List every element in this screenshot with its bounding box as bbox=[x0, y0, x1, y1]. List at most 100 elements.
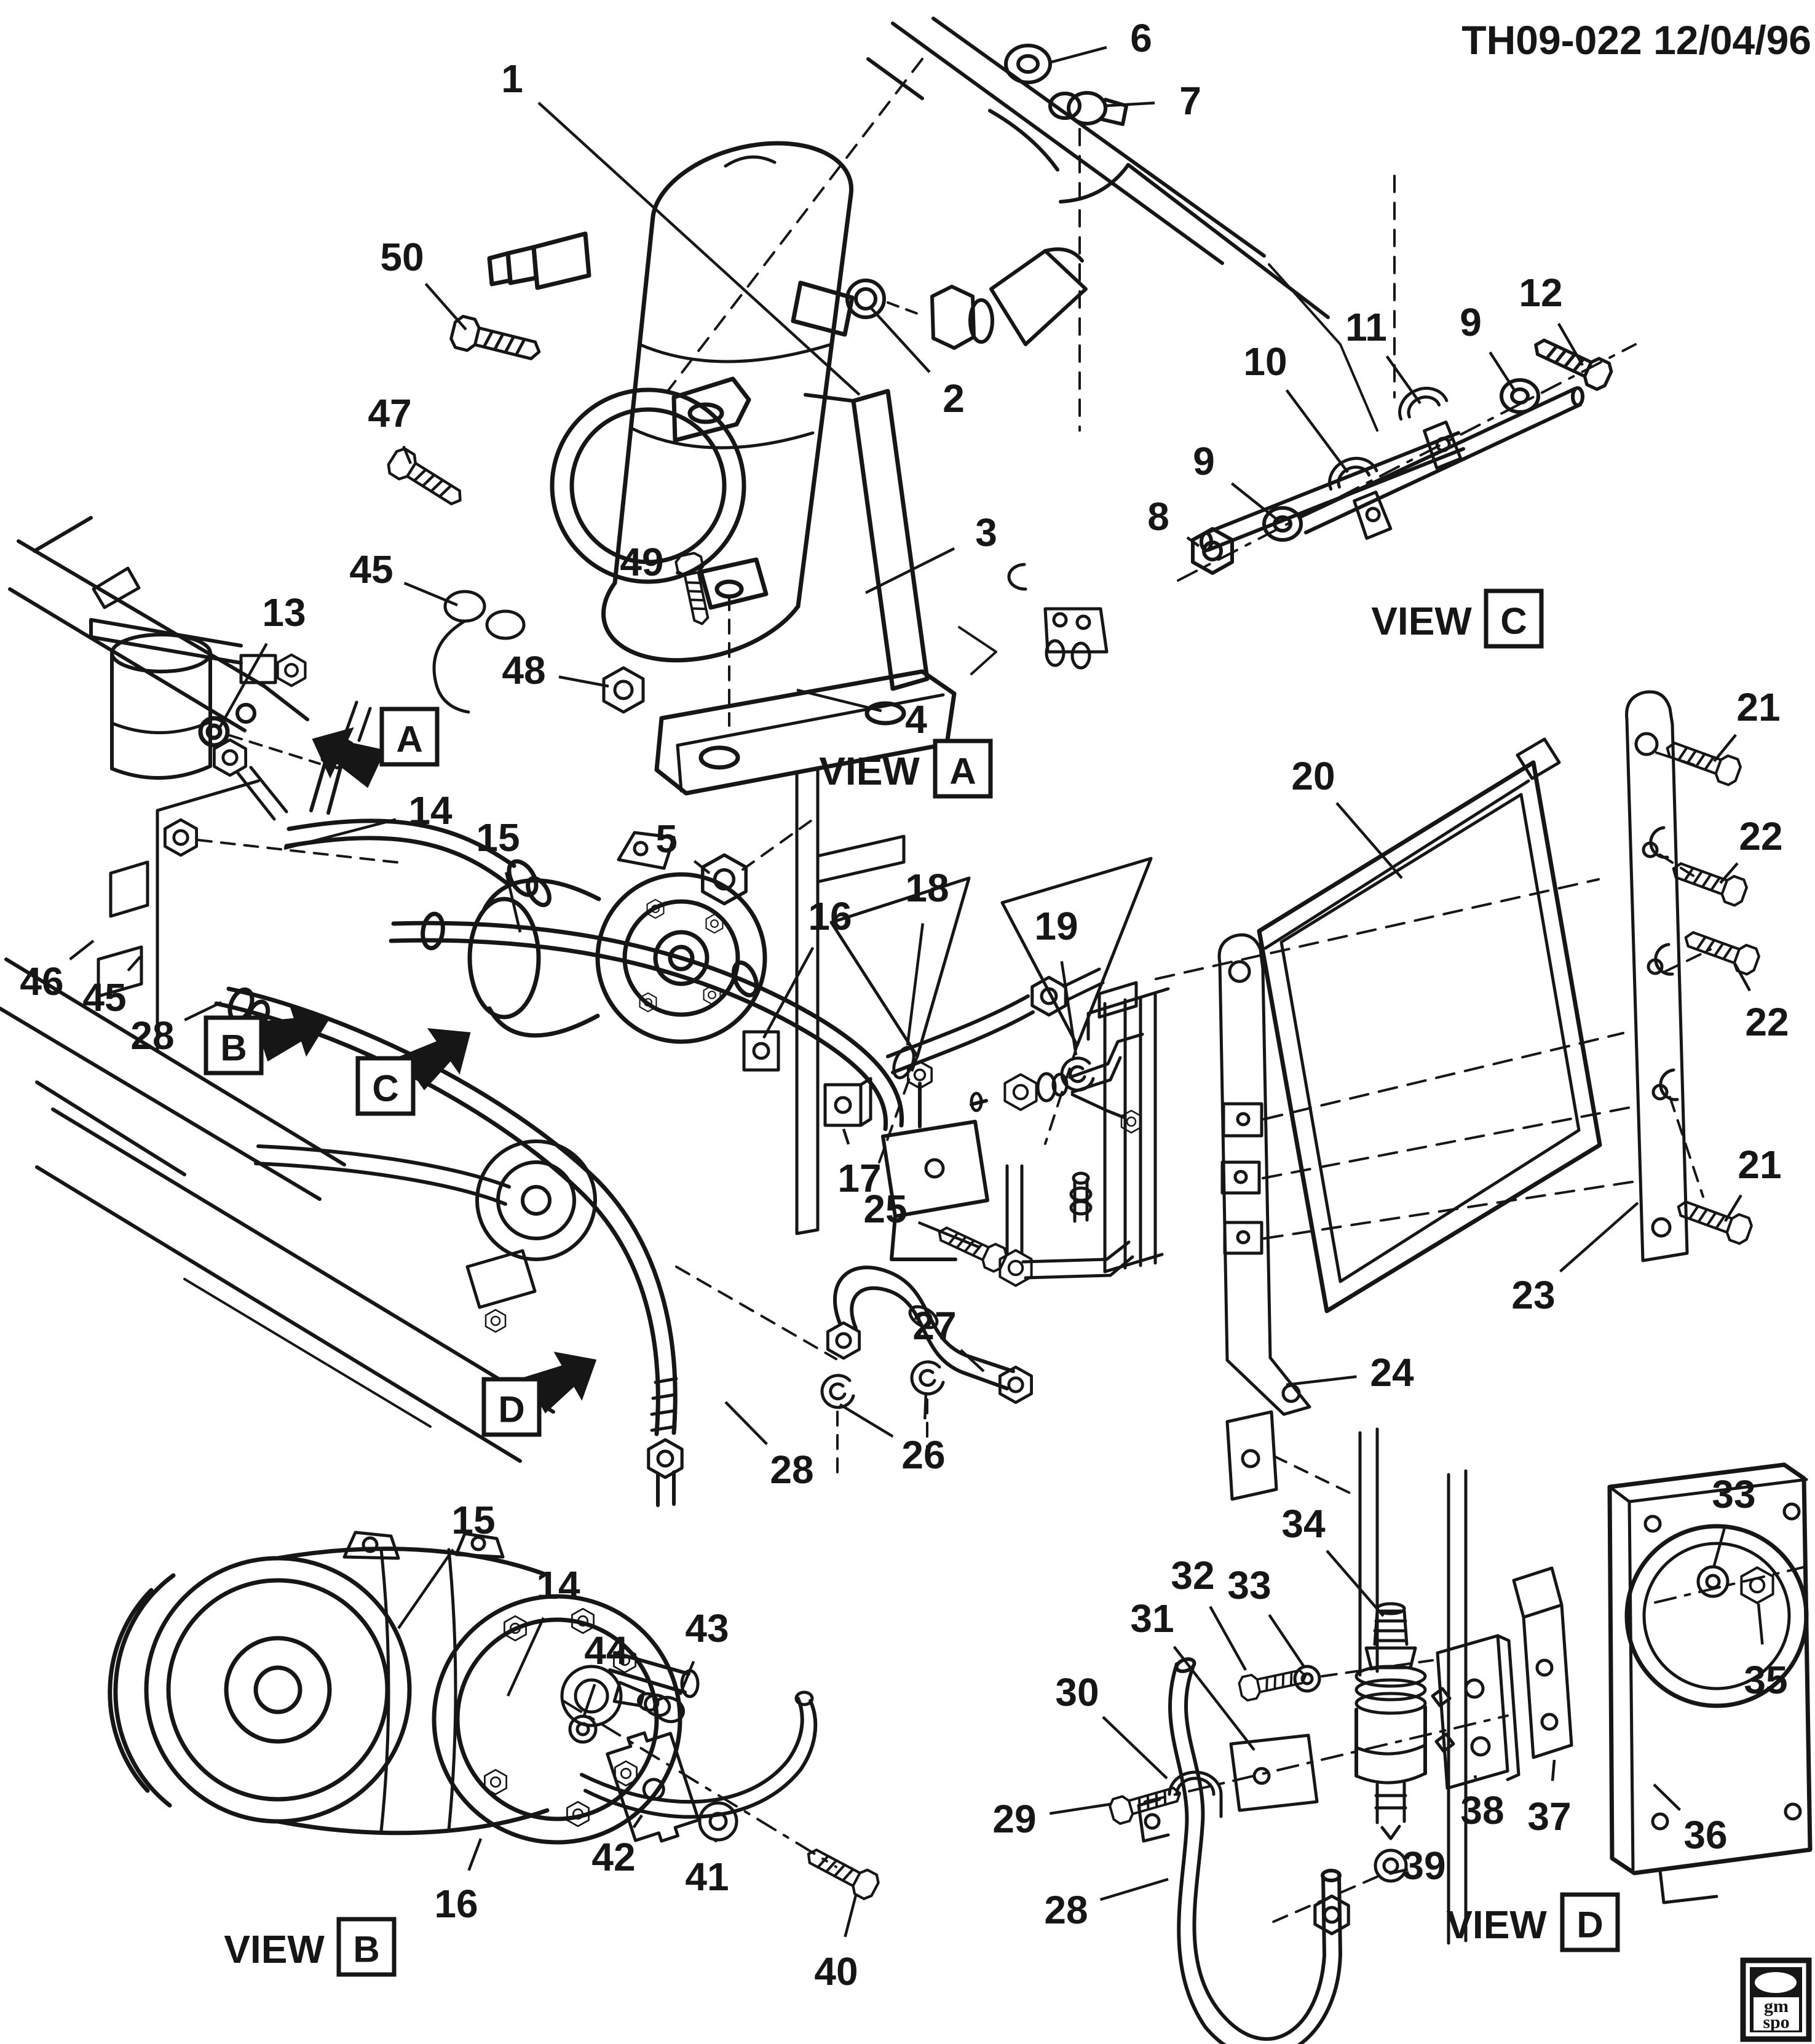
marker-letter-D: D bbox=[498, 1389, 524, 1430]
callout-5-4: 5 bbox=[655, 817, 678, 861]
leader-line-27 bbox=[960, 1349, 985, 1373]
drawing-title: TH09-022 12/04/96 bbox=[1461, 17, 1811, 63]
condenser-right-bracket-bolts bbox=[1625, 690, 1762, 1262]
callout-36-41: 36 bbox=[1683, 1813, 1727, 1857]
logo-text-gm: gm bbox=[1764, 1996, 1789, 2016]
callout-44-49: 44 bbox=[584, 1628, 628, 1673]
outlet-fitting-group bbox=[845, 44, 1128, 350]
callout-33-37: 33 bbox=[1227, 1563, 1271, 1607]
callout-33-39: 33 bbox=[1712, 1472, 1755, 1516]
callout-21-24: 21 bbox=[1738, 1143, 1781, 1187]
leader-line-29 bbox=[1049, 1802, 1111, 1815]
callout-9-8: 9 bbox=[1193, 439, 1215, 483]
leader-line-18 bbox=[906, 923, 925, 1046]
callout-8-7: 8 bbox=[1147, 494, 1169, 539]
callout-1-0: 1 bbox=[501, 57, 523, 101]
leader-line-1 bbox=[537, 101, 861, 396]
direction-arrow-D bbox=[524, 1352, 597, 1414]
callout-15-15: 15 bbox=[476, 815, 520, 860]
leader-line-16 bbox=[762, 946, 815, 1039]
callout-35-40: 35 bbox=[1744, 1658, 1787, 1702]
accumulator-canister bbox=[487, 141, 855, 663]
direction-arrow-C bbox=[400, 1028, 471, 1091]
callout-24-26: 24 bbox=[1370, 1350, 1414, 1395]
view-letter-D: D bbox=[1576, 1904, 1603, 1946]
view-letter-B: B bbox=[353, 1929, 379, 1970]
callout-13-13: 13 bbox=[262, 590, 306, 635]
callout-34-38: 34 bbox=[1281, 1502, 1326, 1546]
callout-37-42: 37 bbox=[1527, 1794, 1571, 1839]
leader-line-34 bbox=[1326, 1550, 1385, 1617]
leader-line-14 bbox=[506, 1617, 545, 1697]
callout-14-50: 14 bbox=[536, 1563, 580, 1607]
logo-text-spo: spo bbox=[1763, 2012, 1789, 2032]
leader-line-11 bbox=[1385, 355, 1422, 405]
mid-panel bbox=[795, 767, 906, 1235]
logo-ellipse bbox=[1755, 1972, 1797, 1993]
leader-line-17 bbox=[842, 1128, 850, 1145]
direction-arrow-A bbox=[312, 727, 386, 788]
callout-45-54: 45 bbox=[82, 975, 126, 1020]
view-word-D: VIEW bbox=[1446, 1903, 1547, 1947]
leader-line-24 bbox=[1286, 1375, 1357, 1387]
marker-box-B bbox=[204, 1015, 264, 1075]
leader-line-38 bbox=[1473, 1775, 1477, 1779]
marker-box-C bbox=[355, 1056, 416, 1116]
callout-39-44: 39 bbox=[1402, 1844, 1445, 1888]
leader-line-21 bbox=[1724, 1194, 1742, 1222]
callout-2-1: 2 bbox=[943, 376, 965, 421]
callout-25-27: 25 bbox=[863, 1187, 907, 1231]
callout-48-57: 48 bbox=[502, 648, 545, 692]
leader-line-28 bbox=[1099, 1877, 1169, 1901]
leader-lines bbox=[69, 46, 1764, 1938]
callout-26-28: 26 bbox=[901, 1433, 945, 1477]
leader-line-26 bbox=[923, 1392, 928, 1420]
leader-line-37 bbox=[1551, 1759, 1556, 1781]
callout-50-59: 50 bbox=[380, 235, 424, 279]
direction-arrow-B bbox=[255, 1003, 330, 1062]
leader-line-12 bbox=[1557, 323, 1584, 366]
expansion-line-18 bbox=[742, 967, 1105, 1274]
leader-line-31 bbox=[1172, 1646, 1255, 1751]
callout-16-52: 16 bbox=[434, 1882, 478, 1926]
leader-line-9 bbox=[1230, 482, 1278, 520]
callout-45-53: 45 bbox=[349, 547, 393, 592]
view-d-art bbox=[1109, 1410, 1813, 2044]
callout-41-46: 41 bbox=[685, 1855, 729, 1899]
callout-42-47: 42 bbox=[591, 1835, 635, 1879]
leader-line-28 bbox=[724, 1401, 768, 1446]
callout-43-48: 43 bbox=[685, 1606, 729, 1650]
leader-line-49 bbox=[675, 571, 687, 577]
cowl-frame-top bbox=[666, 17, 1396, 432]
leader-line-6 bbox=[1048, 46, 1107, 65]
leader-line-5 bbox=[693, 860, 711, 874]
callout-18-18: 18 bbox=[905, 866, 949, 910]
callout-28-30: 28 bbox=[130, 1013, 174, 1058]
view-a-fasteners bbox=[385, 315, 1109, 904]
callout-23-25: 23 bbox=[1511, 1273, 1555, 1317]
callout-10-9: 10 bbox=[1243, 339, 1287, 384]
leader-line-45 bbox=[127, 956, 141, 972]
callout-46-55: 46 bbox=[20, 959, 63, 1004]
leader-line-15 bbox=[505, 871, 522, 933]
leader-line-15 bbox=[397, 1548, 454, 1630]
leader-line-19 bbox=[1060, 961, 1078, 1056]
marker-letter-C: C bbox=[372, 1068, 398, 1109]
view-word-B: VIEW bbox=[224, 1927, 325, 1971]
callout-14-14: 14 bbox=[408, 788, 453, 833]
view-b-compressor bbox=[108, 1531, 882, 1901]
callout-49-58: 49 bbox=[620, 540, 663, 584]
leader-line-32 bbox=[1209, 1606, 1247, 1671]
callout-16-16: 16 bbox=[808, 894, 852, 938]
callout-28-31: 28 bbox=[770, 1448, 813, 1492]
leader-line-16 bbox=[467, 1838, 483, 1871]
callout-32-36: 32 bbox=[1171, 1553, 1214, 1598]
callout-47-56: 47 bbox=[368, 391, 411, 435]
view-word-A: VIEW bbox=[819, 749, 920, 793]
callout-31-35: 31 bbox=[1130, 1596, 1174, 1641]
leader-line-45 bbox=[403, 582, 458, 607]
